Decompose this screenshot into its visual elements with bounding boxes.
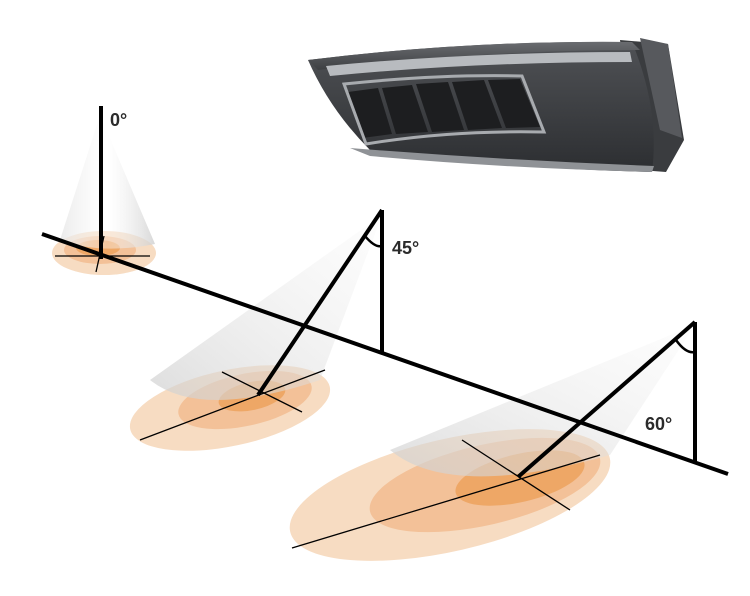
angle-label-60: 60° <box>645 414 672 434</box>
beam-axis-45 <box>256 208 384 397</box>
diagram-lines <box>41 106 729 549</box>
angle-arc-60 <box>674 339 696 354</box>
angle-arc-45 <box>364 235 383 248</box>
beam-axis-60 <box>516 320 697 479</box>
beam-45 <box>150 215 382 400</box>
footprint-axis-60b <box>461 439 571 511</box>
angle-label-0: 0° <box>110 110 127 130</box>
footprint-axis-0b <box>95 235 105 273</box>
beam-0 <box>60 115 155 249</box>
infrared-heater-icon <box>308 38 684 173</box>
angle-label-45: 45° <box>392 238 419 258</box>
footprint-axis-60a <box>291 454 601 549</box>
beam-60 <box>390 325 695 477</box>
footprint-axis-45a <box>139 369 326 441</box>
footprint-axis-45b <box>221 371 303 413</box>
reference-line <box>41 232 729 476</box>
